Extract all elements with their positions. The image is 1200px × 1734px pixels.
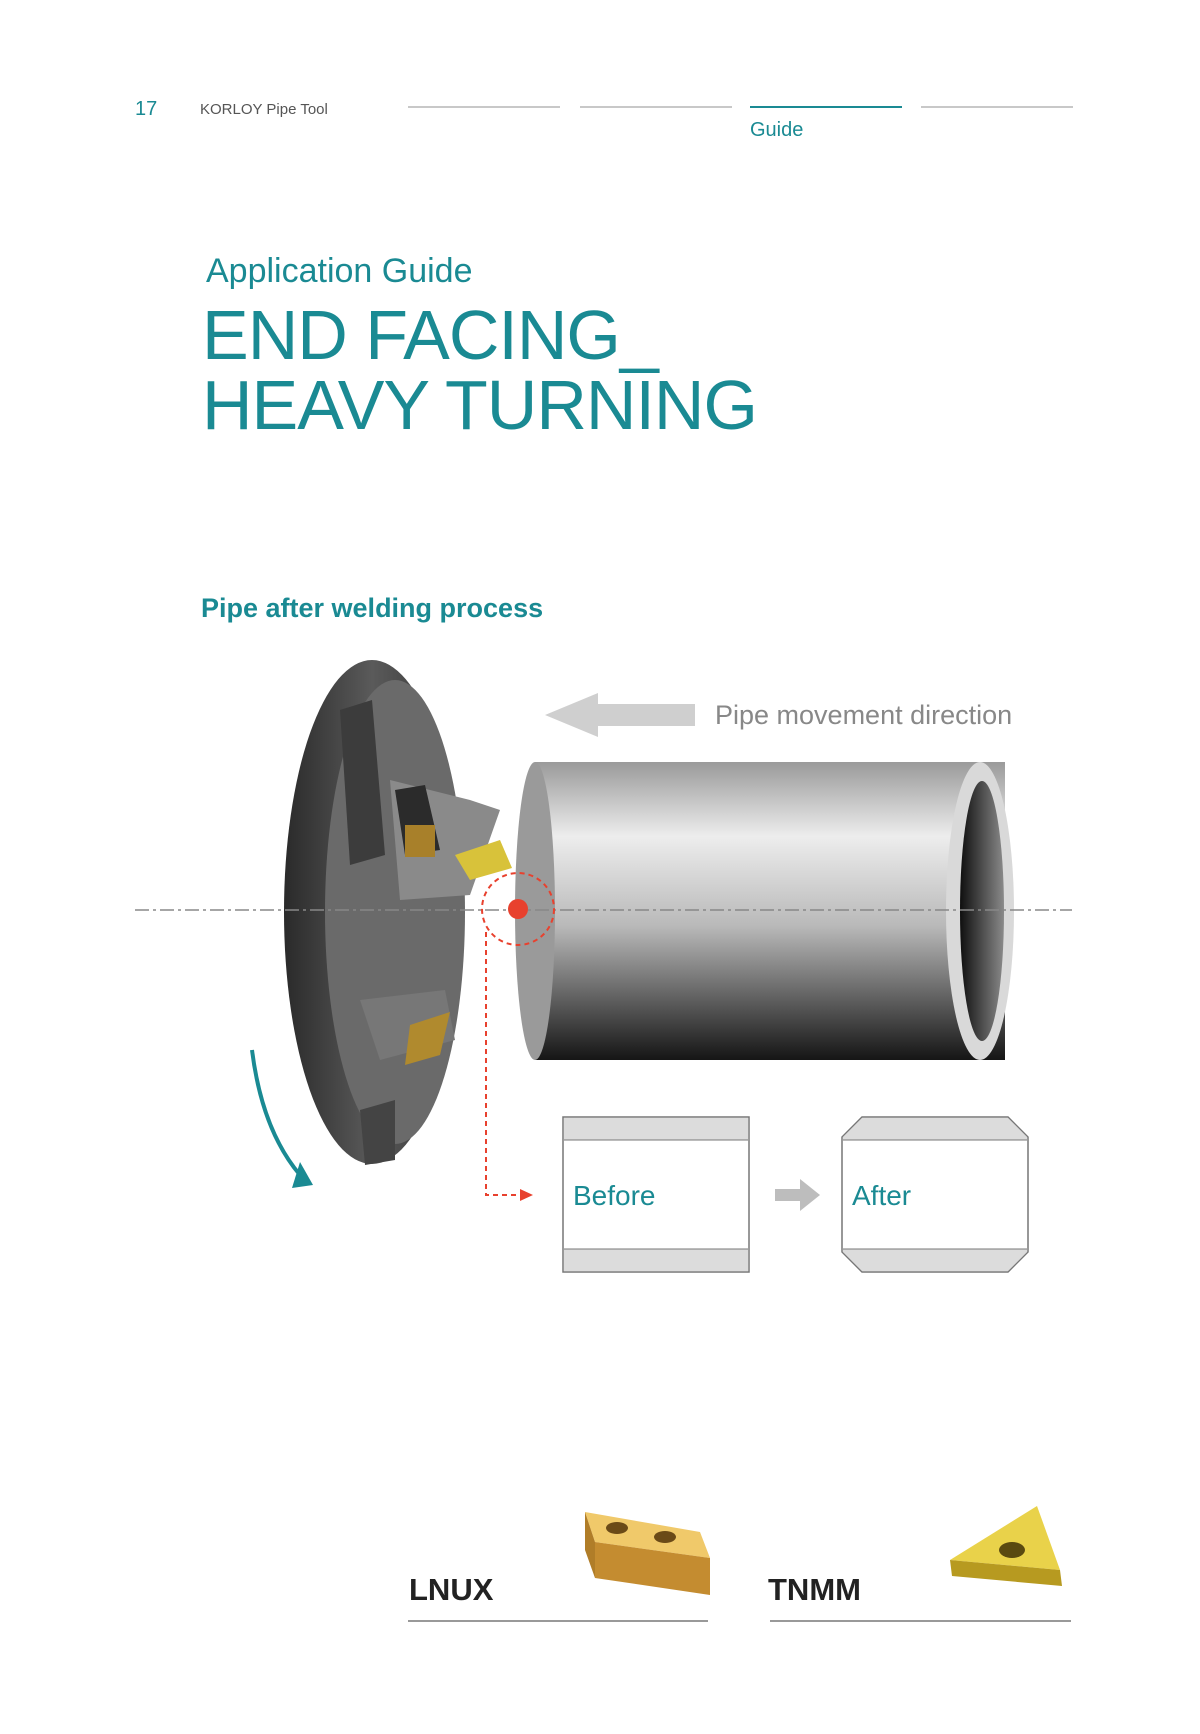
before-label: Before bbox=[573, 1180, 656, 1211]
insert-name-lnux: LNUX bbox=[409, 1572, 494, 1607]
insert-name-tnmm: TNMM bbox=[768, 1572, 861, 1607]
page-subtitle: Application Guide bbox=[206, 252, 473, 290]
rotation-arrow-icon bbox=[250, 1049, 313, 1188]
movement-arrow-icon bbox=[545, 693, 695, 737]
page-title-line-1: END FACING_ bbox=[202, 296, 659, 374]
nav-tab-guide-label[interactable]: Guide bbox=[750, 119, 804, 141]
end-facing-diagram bbox=[135, 660, 1072, 1273]
facing-head-illustration bbox=[284, 660, 512, 1165]
rectangular-insert-icon bbox=[585, 1512, 710, 1595]
after-label: After bbox=[852, 1180, 912, 1211]
nav-tab-4[interactable] bbox=[921, 106, 1073, 108]
callout-leader bbox=[485, 932, 520, 1196]
insert-underline-tnmm bbox=[770, 1620, 1071, 1622]
page-title: END FACING_ HEAVY TURNING bbox=[202, 296, 758, 444]
cutting-point-marker bbox=[508, 899, 528, 919]
after-profile-box bbox=[841, 1116, 1029, 1273]
process-arrow-icon bbox=[775, 1179, 820, 1211]
nav-tab-1[interactable] bbox=[408, 106, 560, 108]
triangular-insert-icon bbox=[950, 1506, 1062, 1586]
page-title-line-2: HEAVY TURNING bbox=[202, 366, 758, 444]
cutting-zone-circle bbox=[481, 872, 555, 946]
insert-underline-lnux bbox=[408, 1620, 708, 1622]
section-heading: Pipe after welding process bbox=[201, 593, 544, 623]
callout-arrowhead-icon bbox=[520, 1189, 533, 1201]
nav-tab-guide[interactable] bbox=[750, 106, 902, 108]
pipe-direction-label: Pipe movement direction bbox=[715, 700, 1013, 730]
before-profile-box bbox=[562, 1116, 750, 1273]
pipe-illustration bbox=[515, 762, 1014, 1060]
brand-label: KORLOY Pipe Tool bbox=[200, 101, 328, 118]
nav-tab-2[interactable] bbox=[580, 106, 732, 108]
page-number: 17 bbox=[135, 98, 158, 120]
